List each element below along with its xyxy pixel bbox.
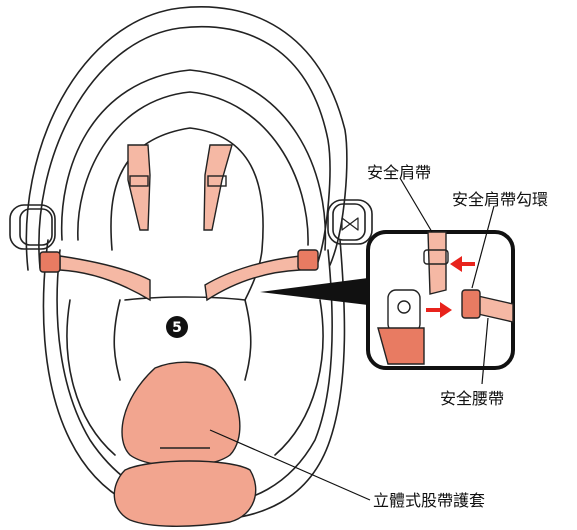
- leader-shoulder-hook: [471, 205, 495, 289]
- label-shoulder-strap: 安全肩帶: [367, 163, 431, 182]
- crotch-pad-lower: [113, 460, 257, 527]
- headrest-outer: [60, 69, 327, 251]
- crotch-pad-upper: [121, 361, 241, 467]
- inset-buckle-base: [377, 327, 425, 365]
- left-handle-hub-inner: [19, 208, 53, 246]
- right-handle-hub: [327, 199, 373, 245]
- inner-body-lower: [113, 299, 252, 381]
- right-hub-symbol: [341, 217, 359, 231]
- right-buckle: [297, 249, 319, 271]
- left-handle-hub: [9, 204, 56, 250]
- leader-shoulder-strap: [399, 177, 433, 233]
- right-waist-strap: [204, 255, 301, 302]
- step-badge: [166, 316, 188, 338]
- right-handle-hub-inner: [332, 203, 366, 241]
- crotch-pad: [113, 361, 257, 527]
- inset-waist-buckle: [461, 289, 481, 319]
- canopy-outer: [25, 6, 348, 271]
- label-crotch-pad: 立體式股帶護套: [373, 491, 485, 510]
- detail-inset-content: [377, 231, 514, 365]
- left-waist-strap: [59, 255, 151, 302]
- cushion-curve-right: [274, 299, 324, 456]
- leader-waist-strap: [481, 317, 489, 385]
- label-waist-strap: 安全腰帶: [440, 389, 504, 408]
- leader-crotch-pad: [209, 429, 371, 501]
- label-shoulder-strap-hook: 安全肩帶勾環: [452, 190, 548, 209]
- cushion-curve-left: [66, 299, 116, 456]
- right-shoulder-strap: [203, 144, 233, 231]
- canopy-inner: [38, 26, 331, 269]
- callout-pointer: [260, 278, 368, 305]
- step-number: 5: [172, 320, 182, 336]
- shoulder-straps: [127, 144, 233, 231]
- arrow-right-icon: [426, 302, 452, 318]
- left-buckle: [39, 251, 61, 273]
- inset-shoulder-strap: [427, 231, 447, 295]
- headrest-inner: [77, 91, 309, 246]
- arrow-left-icon: [450, 256, 475, 272]
- waist-straps: [39, 249, 319, 302]
- left-shoulder-strap: [127, 144, 151, 231]
- inset-hook: [387, 289, 421, 333]
